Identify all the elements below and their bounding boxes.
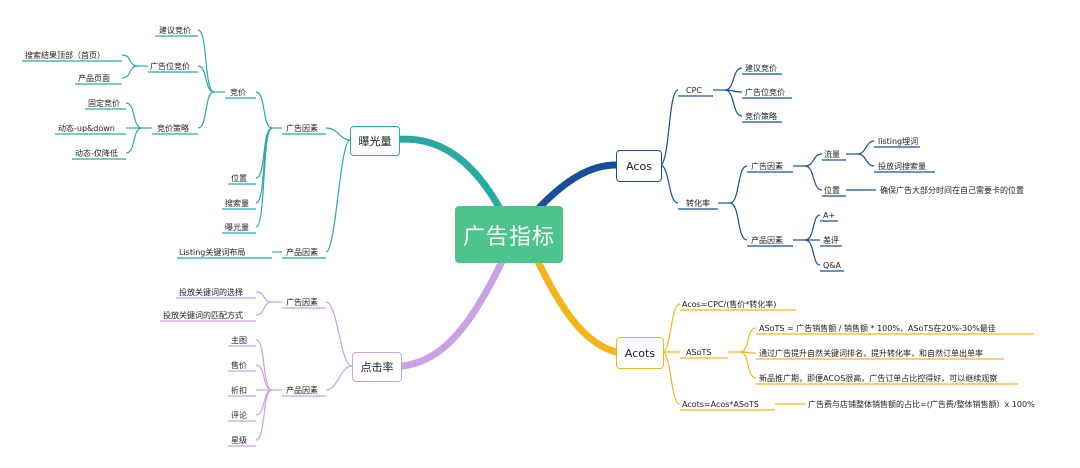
- exposure-position: 位置: [231, 174, 247, 183]
- exposure-fixed-bid: 固定竞价: [88, 99, 120, 108]
- acos-position-note: 确保广告大部分时间在自己需要卡的位置: [880, 186, 1024, 195]
- exposure-suggested-bid: 建议竞价: [159, 26, 191, 35]
- acos-qa: Q&A: [823, 261, 842, 270]
- acos-traffic: 流量: [824, 150, 840, 159]
- acots-asots: ASoTS: [686, 348, 712, 357]
- acos-conversion: 转化率: [686, 199, 710, 208]
- acos-a-plus: A+: [823, 211, 836, 220]
- exposure-ad-factor: 广告因素: [286, 124, 318, 133]
- ctr-reviews: 评论: [231, 411, 247, 420]
- exposure-bid: 竞价: [230, 88, 246, 97]
- acos-product-factor: 产品因素: [751, 236, 783, 245]
- ctr-price: 售价: [231, 361, 247, 370]
- exposure-product-factor: 产品因素: [286, 248, 318, 257]
- acots-formula-acos: Acos=CPC/(售价*转化率): [682, 300, 777, 309]
- acos-listing-words: listing埋词: [878, 137, 919, 146]
- ctr-product-factor: 产品因素: [286, 386, 318, 395]
- ctr-main-image: 主图: [231, 336, 247, 345]
- ctr-keyword-choice: 投放关键词的选择: [179, 288, 243, 297]
- branch-ctr: [398, 251, 509, 370]
- topic-exposure: 曝光量: [350, 126, 400, 156]
- branch-exposure: [388, 135, 509, 222]
- exposure-impressions: 曝光量: [225, 223, 249, 232]
- ctr-discount: 折扣: [231, 386, 247, 395]
- exposure-search-volume: 搜索量: [225, 199, 249, 208]
- exposure-bid-strategy: 竞价策略: [157, 124, 189, 133]
- branch-acots: [531, 251, 620, 356]
- branch-acos: [531, 161, 620, 216]
- exposure-dynamic-up-down: 动态-up&down: [58, 124, 115, 133]
- acots-asots-definition: ASoTS = 广告销售额 / 销售额 * 100%，ASoTS在20%-30%…: [759, 324, 996, 333]
- acots-formula-acots: Acots=Acos*ASoTS: [682, 400, 759, 409]
- acots-asots-note2: 新品推广期，即便ACOS很高，广告订单占比控得好，可以继续观察: [759, 374, 998, 383]
- acots-asots-note1: 通过广告提升自然关键词排名，提升转化率，和自然订单出单率: [759, 349, 983, 358]
- acos-cpc-suggested: 建议竞价: [745, 64, 777, 73]
- ctr-match-type: 投放关键词的匹配方式: [163, 311, 243, 320]
- acos-cpc: CPC: [686, 86, 702, 95]
- acos-keyword-volume: 投放词搜索量: [878, 162, 926, 171]
- acos-cpc-strategy: 竞价策略: [745, 112, 777, 121]
- exposure-placement-bid: 广告位竞价: [150, 62, 190, 71]
- central-topic: 广告指标: [455, 206, 563, 263]
- topic-acos: Acos: [616, 150, 662, 182]
- exposure-listing-keywords: Listing关键词布局: [179, 248, 246, 257]
- acos-ad-factor: 广告因素: [751, 162, 783, 171]
- acots-definition: 广告费与店铺整体销售额的占比=(广告费/整体销售额）x 100%: [808, 400, 1035, 409]
- ctr-ad-factor: 广告因素: [286, 298, 318, 307]
- topic-ctr: 点击率: [352, 352, 402, 382]
- acos-bad-review: 差评: [823, 236, 839, 245]
- acos-cpc-placement: 广告位竞价: [745, 88, 785, 97]
- exposure-dynamic-down-only: 动态-仅降低: [75, 149, 118, 158]
- acos-position: 位置: [824, 186, 840, 195]
- ctr-rating: 星级: [231, 436, 247, 445]
- topic-acots: Acots: [616, 337, 664, 369]
- exposure-product-page: 产品页面: [78, 74, 110, 83]
- exposure-search-top: 搜索结果顶部（首页）: [25, 51, 105, 60]
